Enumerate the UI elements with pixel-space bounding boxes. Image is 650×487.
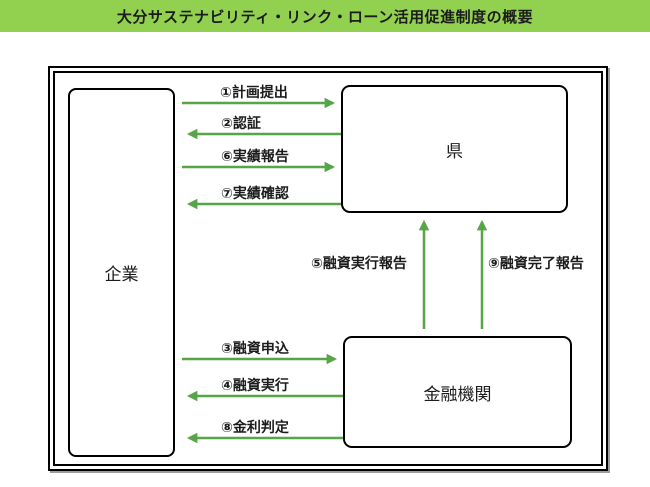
flow-label-results-report: ⑥実績報告 bbox=[221, 148, 289, 164]
flow-label-exec-report: ⑤融資実行報告 bbox=[311, 255, 407, 271]
node-prefecture: 県 bbox=[341, 85, 568, 213]
node-company-label: 企業 bbox=[104, 265, 139, 284]
node-financial-institution: 金融機関 bbox=[343, 336, 572, 448]
flow-label-plan-submission: ①計画提出 bbox=[220, 84, 288, 100]
node-prefecture-label: 県 bbox=[446, 141, 463, 161]
node-financial-institution-label: 金融機関 bbox=[423, 384, 492, 404]
flow-label-loan-execution: ④融資実行 bbox=[221, 377, 289, 393]
flow-label-rate-judgement: ⑧金利判定 bbox=[221, 419, 289, 435]
flow-label-completion-report: ⑨融資完了報告 bbox=[488, 255, 584, 271]
title-bar: 大分サステナビリティ・リンク・ローン活用促進制度の概要 bbox=[0, 0, 650, 32]
flow-label-loan-application: ③融資申込 bbox=[221, 340, 289, 356]
flow-label-results-confirm: ⑦実績確認 bbox=[221, 185, 289, 201]
page-title: 大分サステナビリティ・リンク・ローン活用促進制度の概要 bbox=[116, 8, 534, 26]
node-company: 企業 bbox=[68, 88, 175, 457]
flow-label-certification: ②認証 bbox=[221, 115, 261, 131]
